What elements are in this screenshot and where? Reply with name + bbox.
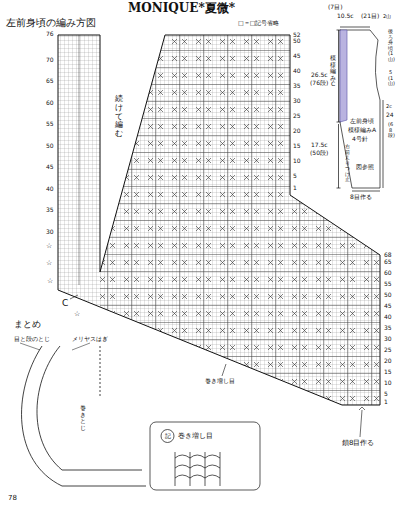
chart-title: 左前身頃の編み方図 bbox=[6, 18, 96, 28]
dimension: (76段) bbox=[310, 80, 328, 86]
row-number: 35 bbox=[384, 325, 392, 331]
row-number: 40 bbox=[384, 314, 392, 320]
symbol-mark: 記 bbox=[165, 433, 171, 439]
row-number: 25 bbox=[293, 113, 301, 119]
dimension: 2山 bbox=[383, 14, 391, 19]
part-label: 左前身頃 bbox=[350, 118, 374, 124]
marker: ☆ bbox=[74, 311, 80, 318]
row-number: 55 bbox=[384, 281, 392, 287]
note: 後ろ身頃(1山) bbox=[388, 29, 393, 62]
row-number: 25 bbox=[384, 347, 392, 353]
dimension: 17.5c bbox=[311, 142, 328, 148]
note: 図参照 bbox=[356, 164, 374, 170]
row-number: 5 bbox=[384, 391, 388, 397]
row-number: 40 bbox=[293, 68, 301, 74]
row-number: 20 bbox=[293, 128, 301, 134]
note: 8目作る bbox=[350, 194, 372, 200]
row-number: 20 bbox=[384, 358, 392, 364]
row-number: 45 bbox=[293, 53, 301, 59]
row-number: 30 bbox=[46, 229, 54, 235]
row-number: 70 bbox=[46, 57, 54, 63]
watermark: MONIQUE*夏微* bbox=[128, 2, 235, 14]
marker: ☆ bbox=[46, 260, 52, 267]
row-number: 5 bbox=[293, 173, 297, 179]
row-number: 50 bbox=[384, 292, 392, 298]
garment-schematic bbox=[337, 27, 384, 191]
note: 右前えりつけ止 bbox=[345, 144, 350, 183]
note: メリヤスはぎ bbox=[72, 336, 108, 342]
row-number: 76 bbox=[46, 31, 54, 37]
dimension: (7目) bbox=[328, 4, 343, 10]
dimension: 5(1山) bbox=[388, 70, 393, 87]
pattern-label: 模様編みA bbox=[348, 127, 376, 133]
dimension: (50段) bbox=[310, 150, 328, 156]
row-number: 68 bbox=[384, 252, 392, 258]
note: □＝□記号省略 bbox=[238, 20, 279, 26]
row-number: 55 bbox=[46, 121, 54, 127]
row-number: 15 bbox=[384, 369, 392, 375]
section-heading: まとめ bbox=[14, 320, 41, 329]
row-number: 35 bbox=[46, 207, 54, 213]
row-number: 30 bbox=[293, 98, 301, 104]
note: 続けて編む bbox=[115, 95, 123, 139]
dimension: (21目) bbox=[361, 13, 379, 19]
row-number: 65 bbox=[46, 78, 54, 84]
note: 目と段のとじ bbox=[14, 336, 50, 342]
row-number: 65 bbox=[384, 259, 392, 265]
note: 巻きとじ bbox=[80, 405, 86, 431]
row-number: 50 bbox=[46, 143, 54, 149]
row-number: 1 bbox=[293, 185, 297, 191]
finishing-sketch bbox=[20, 343, 146, 486]
row-number: 45 bbox=[384, 303, 392, 309]
note: 鎖8目作る bbox=[342, 440, 374, 447]
marker: ☆ bbox=[46, 243, 52, 250]
part-label: C bbox=[62, 299, 68, 308]
marker: ☆ bbox=[47, 278, 53, 285]
row-number: 60 bbox=[384, 270, 392, 276]
page-number: 78 bbox=[8, 495, 17, 502]
row-number: 1 bbox=[384, 399, 388, 405]
dimension: 26.5c bbox=[311, 72, 328, 78]
row-number: 60 bbox=[46, 100, 54, 106]
note: 4号針 bbox=[352, 136, 368, 142]
pattern-label: 模様編みC bbox=[330, 55, 336, 88]
dimension: 24 bbox=[386, 112, 394, 118]
row-number: 50 bbox=[293, 38, 301, 44]
dimension: 2c bbox=[386, 104, 392, 109]
row-number: 40 bbox=[46, 186, 54, 192]
row-number: 15 bbox=[293, 143, 301, 149]
dimension: 10.5c bbox=[337, 13, 354, 19]
row-number: 45 bbox=[46, 164, 54, 170]
knitting-chart bbox=[50, 30, 390, 410]
row-number: 10 bbox=[293, 158, 301, 164]
symbol-key bbox=[150, 422, 260, 490]
leader-lines bbox=[70, 295, 365, 437]
row-number: 10 bbox=[384, 380, 392, 386]
callout: 巻き増し目 bbox=[205, 378, 235, 384]
row-number: 30 bbox=[384, 336, 392, 342]
symbol-name: 巻き増し目 bbox=[178, 433, 213, 440]
dimension: (68段) bbox=[388, 122, 393, 139]
row-number: 35 bbox=[293, 83, 301, 89]
